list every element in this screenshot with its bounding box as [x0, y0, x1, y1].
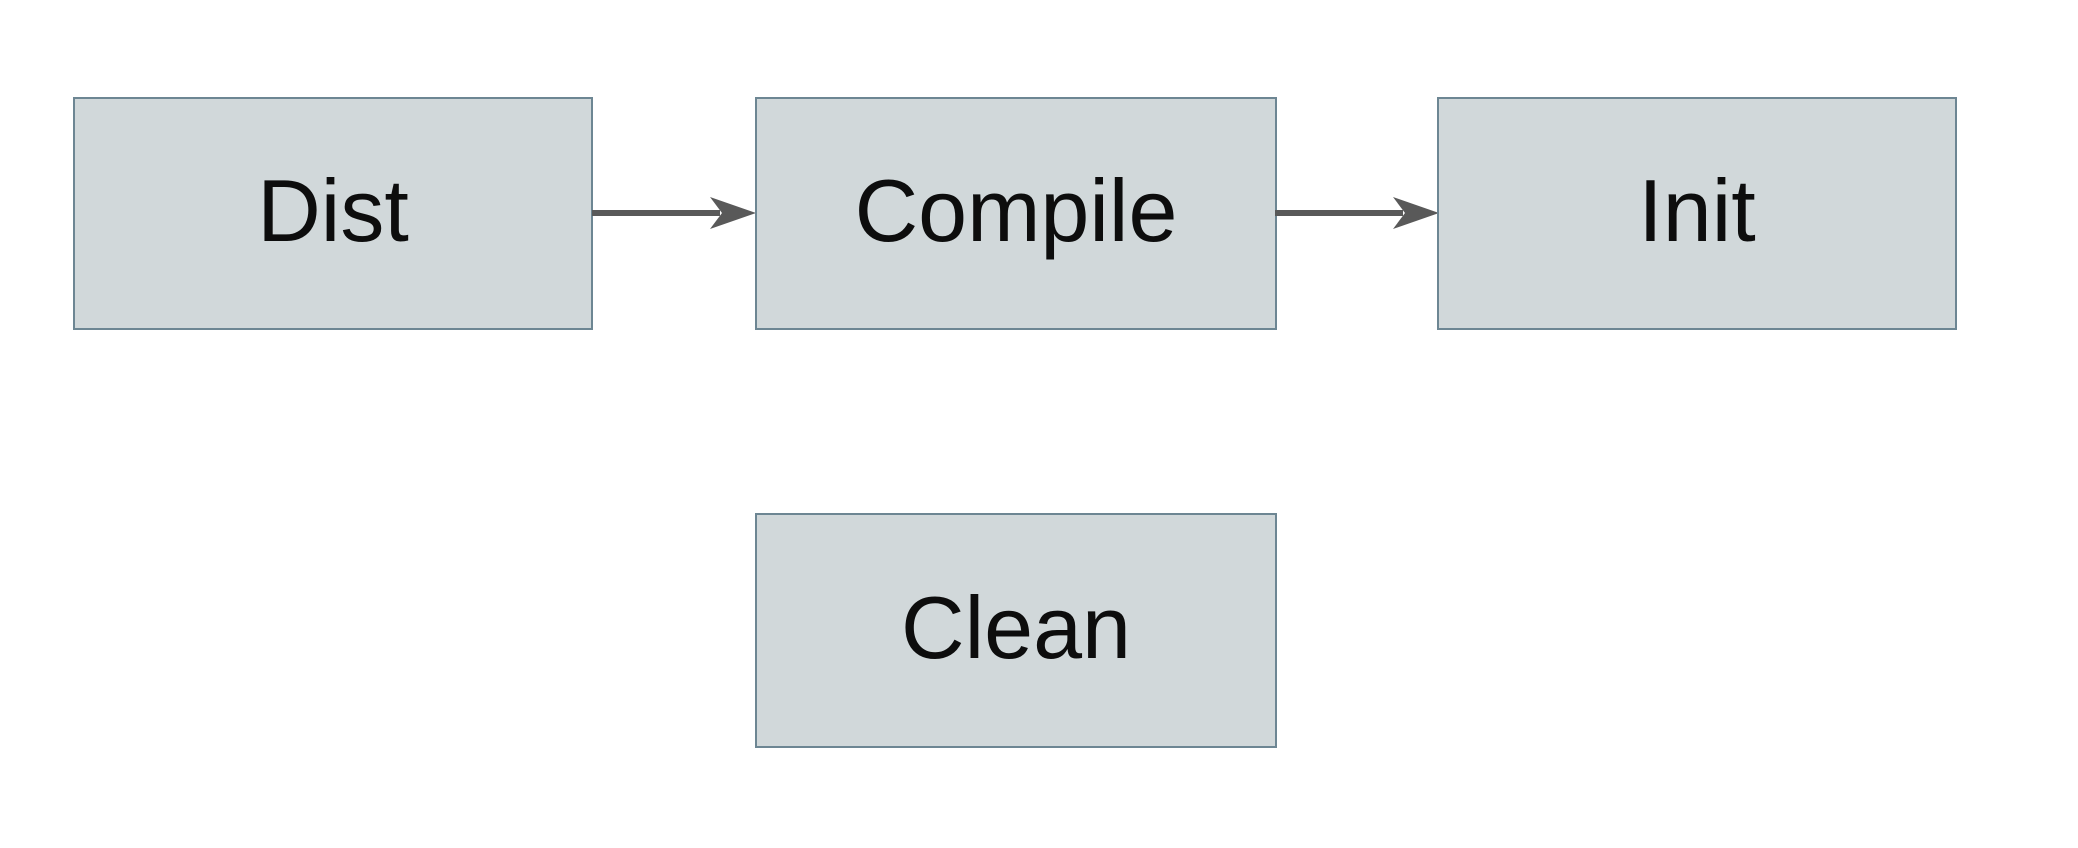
node-dist[interactable]: Dist	[73, 97, 593, 330]
node-compile-label: Compile	[854, 160, 1178, 260]
node-compile[interactable]: Compile	[755, 97, 1277, 330]
node-init-label: Init	[1638, 160, 1756, 260]
node-init[interactable]: Init	[1437, 97, 1957, 330]
node-clean-label: Clean	[901, 577, 1131, 677]
node-clean[interactable]: Clean	[755, 513, 1277, 748]
arrow-compile-to-init	[1275, 197, 1439, 229]
node-dist-label: Dist	[257, 160, 409, 260]
arrow-dist-to-compile	[592, 197, 756, 229]
